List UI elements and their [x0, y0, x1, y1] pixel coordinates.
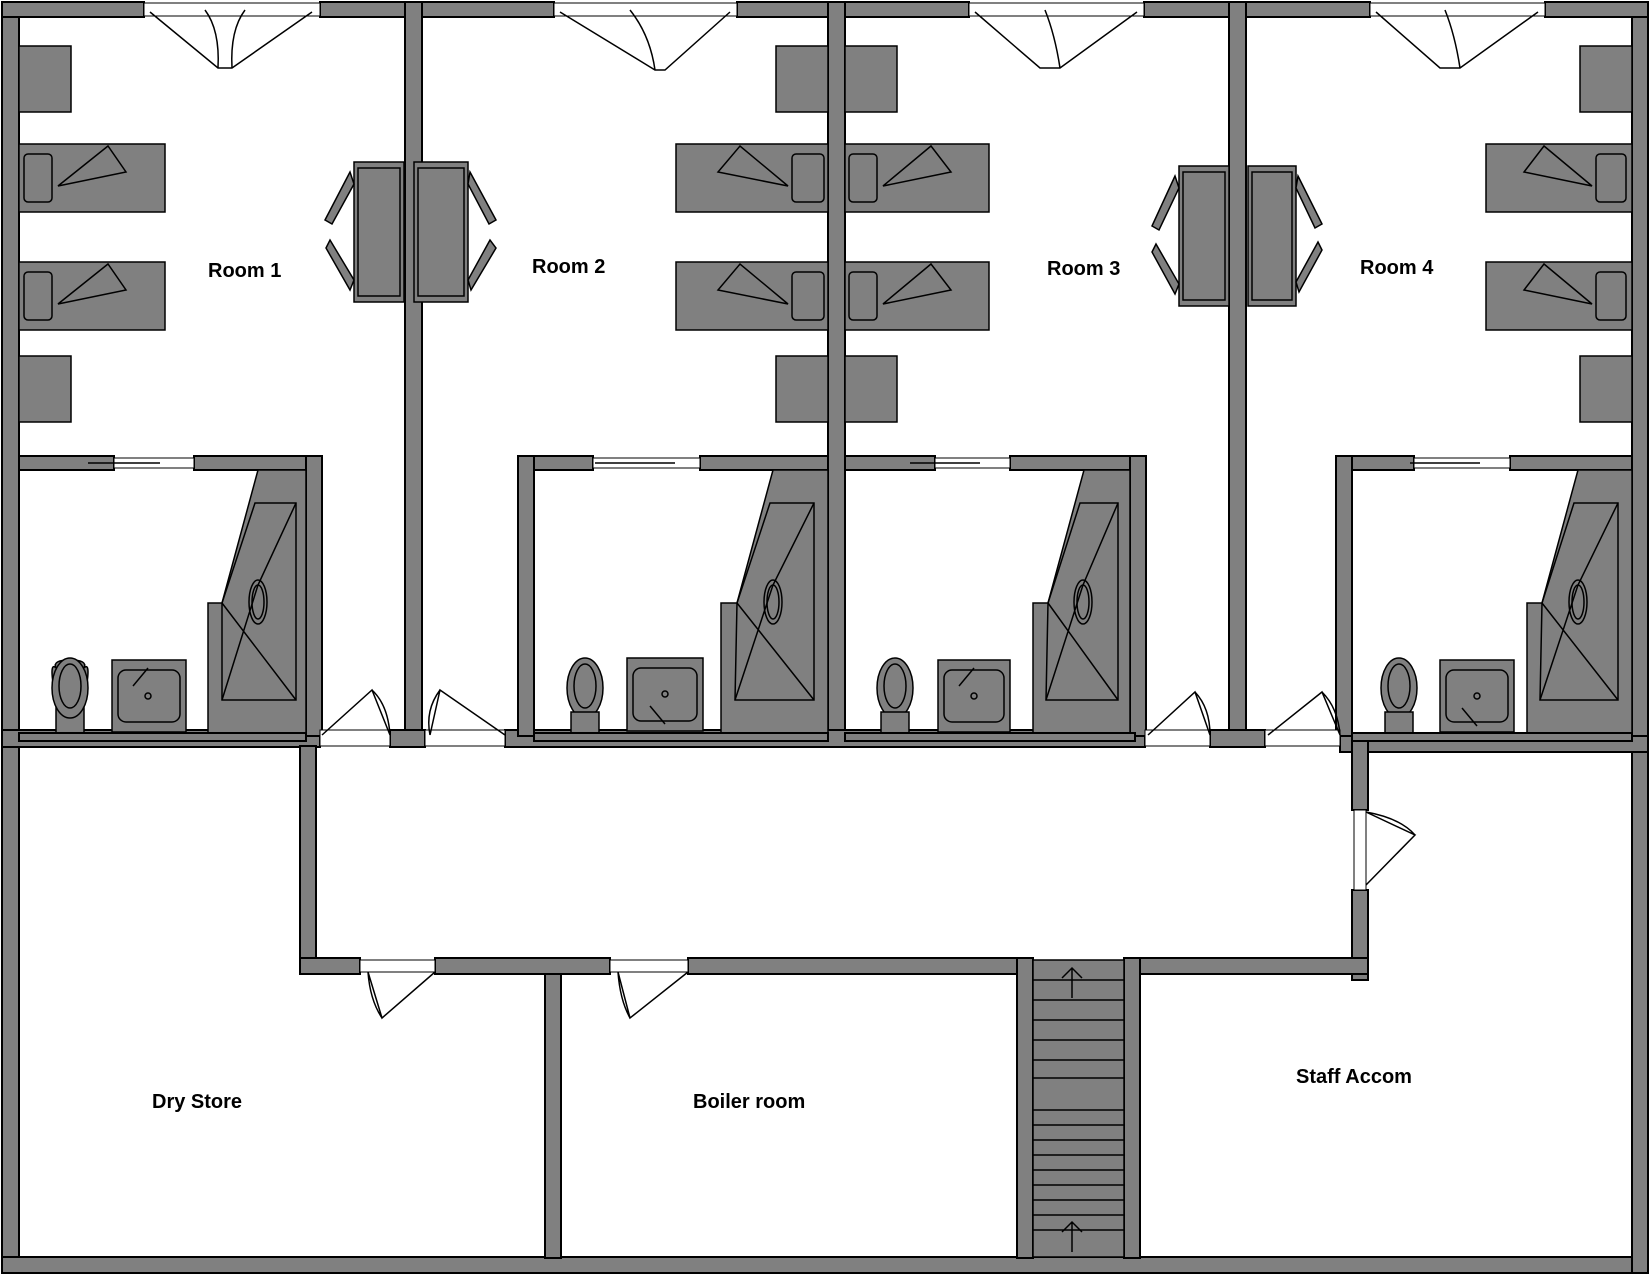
bed-icon — [1485, 143, 1633, 213]
chair-icon — [1295, 240, 1323, 294]
chair-icon — [325, 238, 355, 292]
chair-icon — [467, 169, 498, 226]
wall-top — [736, 1, 970, 18]
corridor-walls — [1, 729, 1649, 1259]
window — [968, 2, 1145, 69]
wall-left — [1, 1, 20, 1274]
bed-icon — [675, 143, 829, 213]
door-swing-icon — [424, 688, 506, 747]
bedside-table-icon — [775, 355, 829, 423]
chair-icon — [467, 238, 497, 292]
room-4-label: Room 4 — [1360, 257, 1434, 279]
sliding-door-icon — [592, 457, 701, 469]
bedside-table-icon — [18, 45, 72, 113]
dry-store-label: Dry Store — [152, 1091, 242, 1113]
wall-bottom — [1, 1256, 1649, 1274]
room-1: Room 1 — [18, 45, 498, 747]
room-2-label: Room 2 — [532, 256, 605, 278]
toilet-icon — [876, 657, 914, 734]
partition-wall — [404, 1, 423, 748]
door-swing-icon — [1353, 809, 1417, 891]
shower-tray-icon — [1526, 469, 1633, 735]
window — [553, 2, 738, 71]
door-swing-icon — [1264, 690, 1341, 747]
sink-icon — [1439, 659, 1515, 733]
sliding-door-icon — [1410, 457, 1511, 469]
wall-right-upper — [1631, 1, 1649, 747]
stairs-icon — [1032, 959, 1125, 1258]
bed-icon — [18, 261, 166, 331]
toilet-icon — [51, 657, 89, 734]
toilet-icon — [1380, 657, 1418, 734]
shower-tray-icon — [207, 469, 307, 735]
arrow-up-icon — [1061, 1220, 1083, 1252]
wall-top — [1, 1, 145, 18]
bedside-table-icon — [18, 355, 72, 423]
bed-icon — [844, 261, 990, 331]
room-4: Room 4 — [1264, 45, 1633, 747]
room-3: Room 3 — [844, 45, 1323, 747]
bed-icon — [1485, 261, 1633, 331]
sliding-door-icon — [88, 457, 195, 469]
desk-icon — [353, 161, 469, 303]
window — [143, 2, 321, 69]
door-swing-icon — [609, 959, 689, 1020]
shower-tray-icon — [720, 469, 829, 735]
shower-tray-icon — [1032, 469, 1131, 735]
door-swing-icon — [1144, 690, 1211, 747]
wall-top — [319, 1, 555, 18]
sink-icon — [626, 657, 704, 732]
bedside-table-icon — [1579, 355, 1633, 423]
partition-wall — [827, 1, 846, 748]
chair-icon — [1295, 173, 1323, 230]
window — [1369, 2, 1546, 69]
room-partitions — [404, 1, 1247, 748]
desk-icon — [1178, 165, 1297, 307]
sink-icon — [937, 659, 1011, 733]
wall-top — [1544, 1, 1649, 18]
bedside-table-icon — [775, 45, 829, 113]
chair-icon — [1151, 173, 1180, 232]
chair-icon — [1151, 242, 1180, 296]
arrow-up-icon — [1061, 966, 1083, 998]
wall-right-lower — [1631, 745, 1649, 1274]
chair-icon — [324, 170, 355, 226]
sliding-door-icon — [910, 457, 1011, 469]
bed-icon — [844, 143, 990, 213]
sink-icon — [111, 659, 187, 733]
toilet-icon — [566, 657, 604, 734]
bed-icon — [18, 143, 166, 213]
bedside-table-icon — [1579, 45, 1633, 113]
door-swing-icon — [319, 688, 391, 747]
bedside-table-icon — [844, 355, 898, 423]
room-1-label: Room 1 — [208, 260, 281, 282]
bedside-table-icon — [844, 45, 898, 113]
room-2: Room 2 — [424, 45, 829, 747]
wall-top — [1143, 1, 1371, 18]
staff-accom-label: Staff Accom — [1296, 1066, 1412, 1088]
boiler-room-label: Boiler room — [693, 1091, 805, 1113]
partition-wall — [1228, 1, 1247, 748]
room-3-label: Room 3 — [1047, 258, 1120, 280]
bed-icon — [675, 261, 829, 331]
door-swing-icon — [359, 959, 436, 1020]
